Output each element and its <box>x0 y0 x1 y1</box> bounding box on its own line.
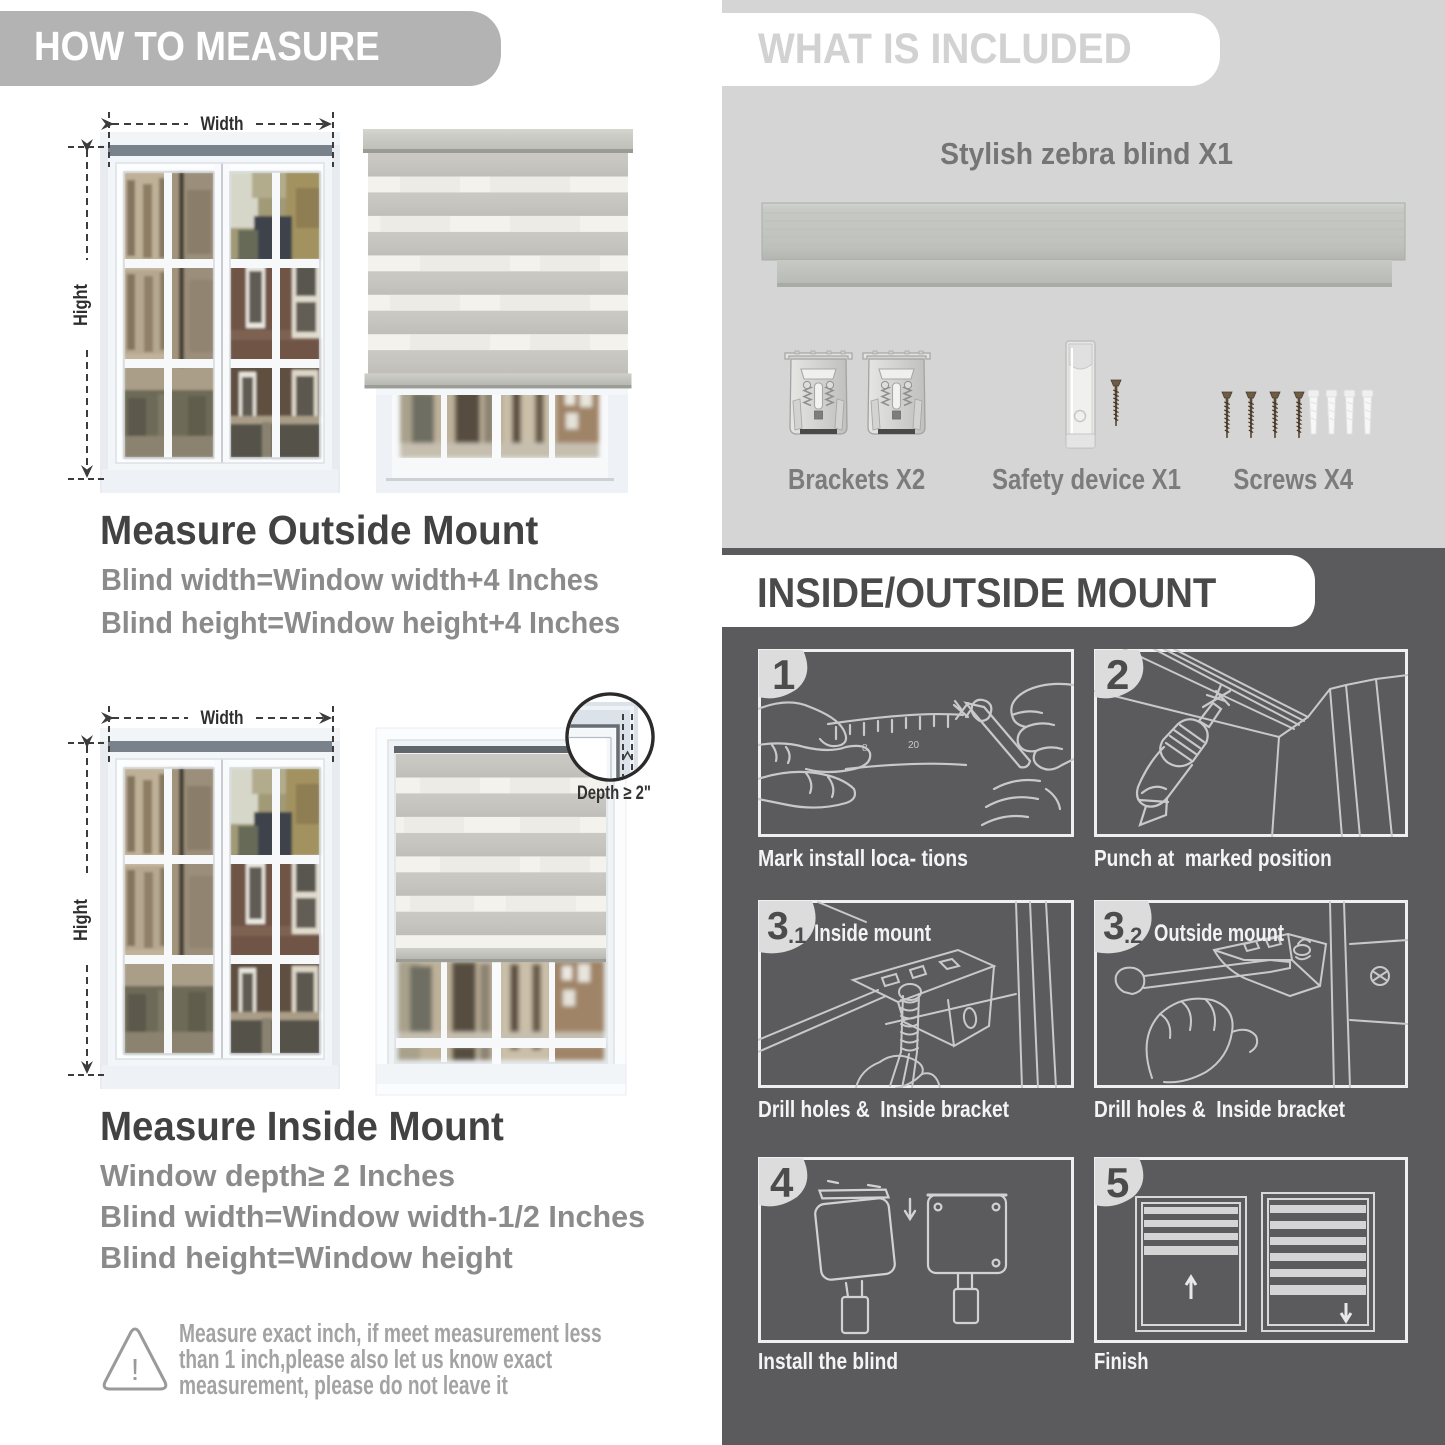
svg-text:20: 20 <box>908 740 920 751</box>
svg-text:Outside mount: Outside mount <box>1154 920 1284 947</box>
svg-text:!: ! <box>131 1352 140 1387</box>
svg-text:Width: Width <box>201 114 244 135</box>
svg-text:2: 2 <box>1106 651 1129 698</box>
svg-text:Width: Width <box>201 708 244 729</box>
svg-text:Inside mount: Inside mount <box>814 920 931 947</box>
svg-text:.2: .2 <box>1124 923 1142 948</box>
svg-text:3: 3 <box>767 905 789 948</box>
svg-text:4: 4 <box>770 1159 794 1206</box>
svg-text:1: 1 <box>772 651 795 698</box>
svg-text:5: 5 <box>1106 1159 1129 1206</box>
svg-text:3: 3 <box>1103 905 1125 948</box>
svg-text:Depth ≥ 2": Depth ≥ 2" <box>577 783 651 804</box>
svg-text:Hight: Hight <box>71 283 92 326</box>
svg-text:.1: .1 <box>788 923 806 948</box>
svg-text:Hight: Hight <box>71 898 92 941</box>
